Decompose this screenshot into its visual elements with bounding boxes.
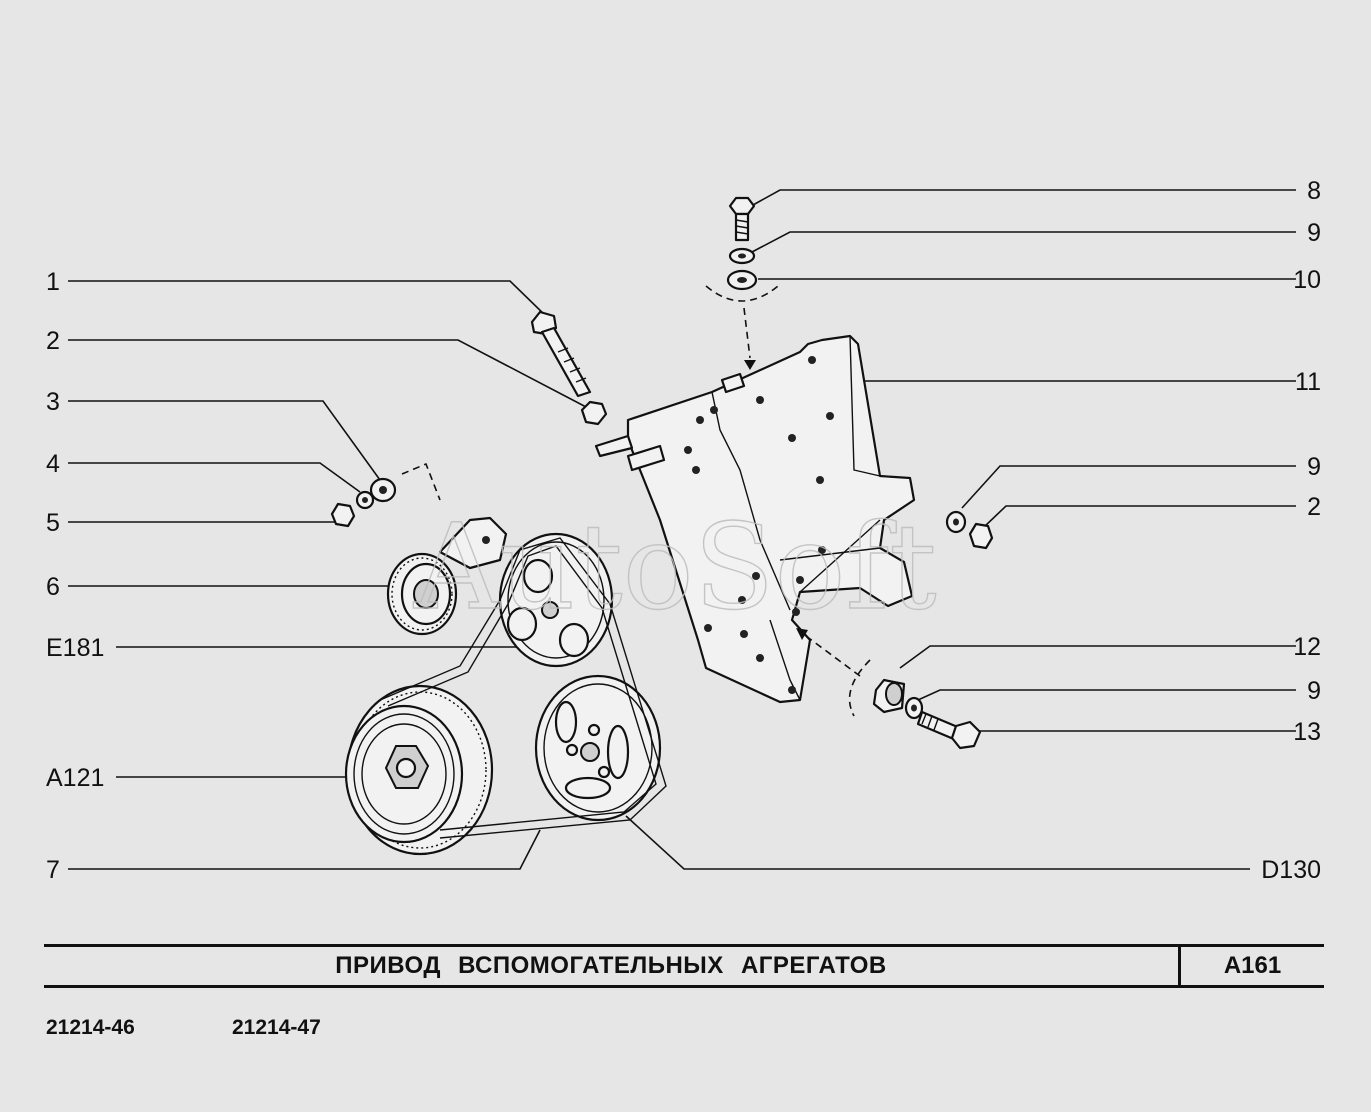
callout-7: 7 [46, 856, 60, 884]
callouts-left: 1 2 3 4 5 6 E181 A121 7 [46, 268, 104, 884]
callout-9-top: 9 [1307, 219, 1321, 247]
model-number-1: 21214-46 [46, 1016, 135, 1039]
callout-2-right: 2 [1307, 493, 1321, 521]
page-code: A161 [1223, 952, 1282, 979]
watermark-logo: AutoSoft [413, 498, 937, 636]
drive-belt-7 [379, 537, 667, 839]
page-title: ПРИВОД ВСПОМОГАТЕЛЬНЫХ АГРЕГАТОВ [335, 952, 887, 979]
callout-d130: D130 [1261, 856, 1321, 884]
nut-5 [330, 502, 356, 528]
pulley-a121 [344, 684, 494, 856]
nut-2-left [580, 400, 608, 426]
tensioner-roller-6 [386, 516, 508, 636]
callout-9-bottom: 9 [1307, 677, 1321, 705]
bolt-13 [916, 710, 982, 750]
model-number-2: 21214-47 [232, 1016, 321, 1039]
bolt-1 [530, 310, 592, 398]
bracket-11 [594, 334, 916, 704]
callout-11: 11 [1295, 368, 1321, 396]
leader-lines [68, 189, 1296, 870]
callout-13: 13 [1293, 718, 1321, 746]
callout-3: 3 [46, 388, 60, 416]
title-divider [1178, 947, 1181, 985]
exploded-parts-diagram: 1 2 3 4 5 6 E181 A121 7 8 9 10 11 9 2 12… [46, 177, 1321, 884]
callout-1: 1 [46, 268, 60, 296]
pulley-d130 [534, 674, 662, 822]
callout-2: 2 [46, 327, 60, 355]
spacer-12 [872, 678, 906, 714]
callout-e181: E181 [46, 634, 104, 662]
callout-8: 8 [1307, 177, 1321, 205]
pulley-e181 [498, 532, 614, 668]
callout-5: 5 [46, 509, 60, 537]
bolt-8 [728, 196, 756, 242]
callout-12: 12 [1293, 633, 1321, 661]
callout-a121: A121 [46, 764, 104, 792]
title-bar: ПРИВОД ВСПОМОГАТЕЛЬНЫХ АГРЕГАТОВ A161 [44, 944, 1324, 988]
callout-4: 4 [46, 450, 60, 478]
callout-9-mid: 9 [1307, 453, 1321, 481]
callout-6: 6 [46, 573, 60, 601]
callout-10: 10 [1293, 266, 1321, 294]
callouts-right: 8 9 10 11 9 2 12 9 13 D130 [1261, 177, 1321, 884]
nut-2-right [968, 522, 994, 550]
